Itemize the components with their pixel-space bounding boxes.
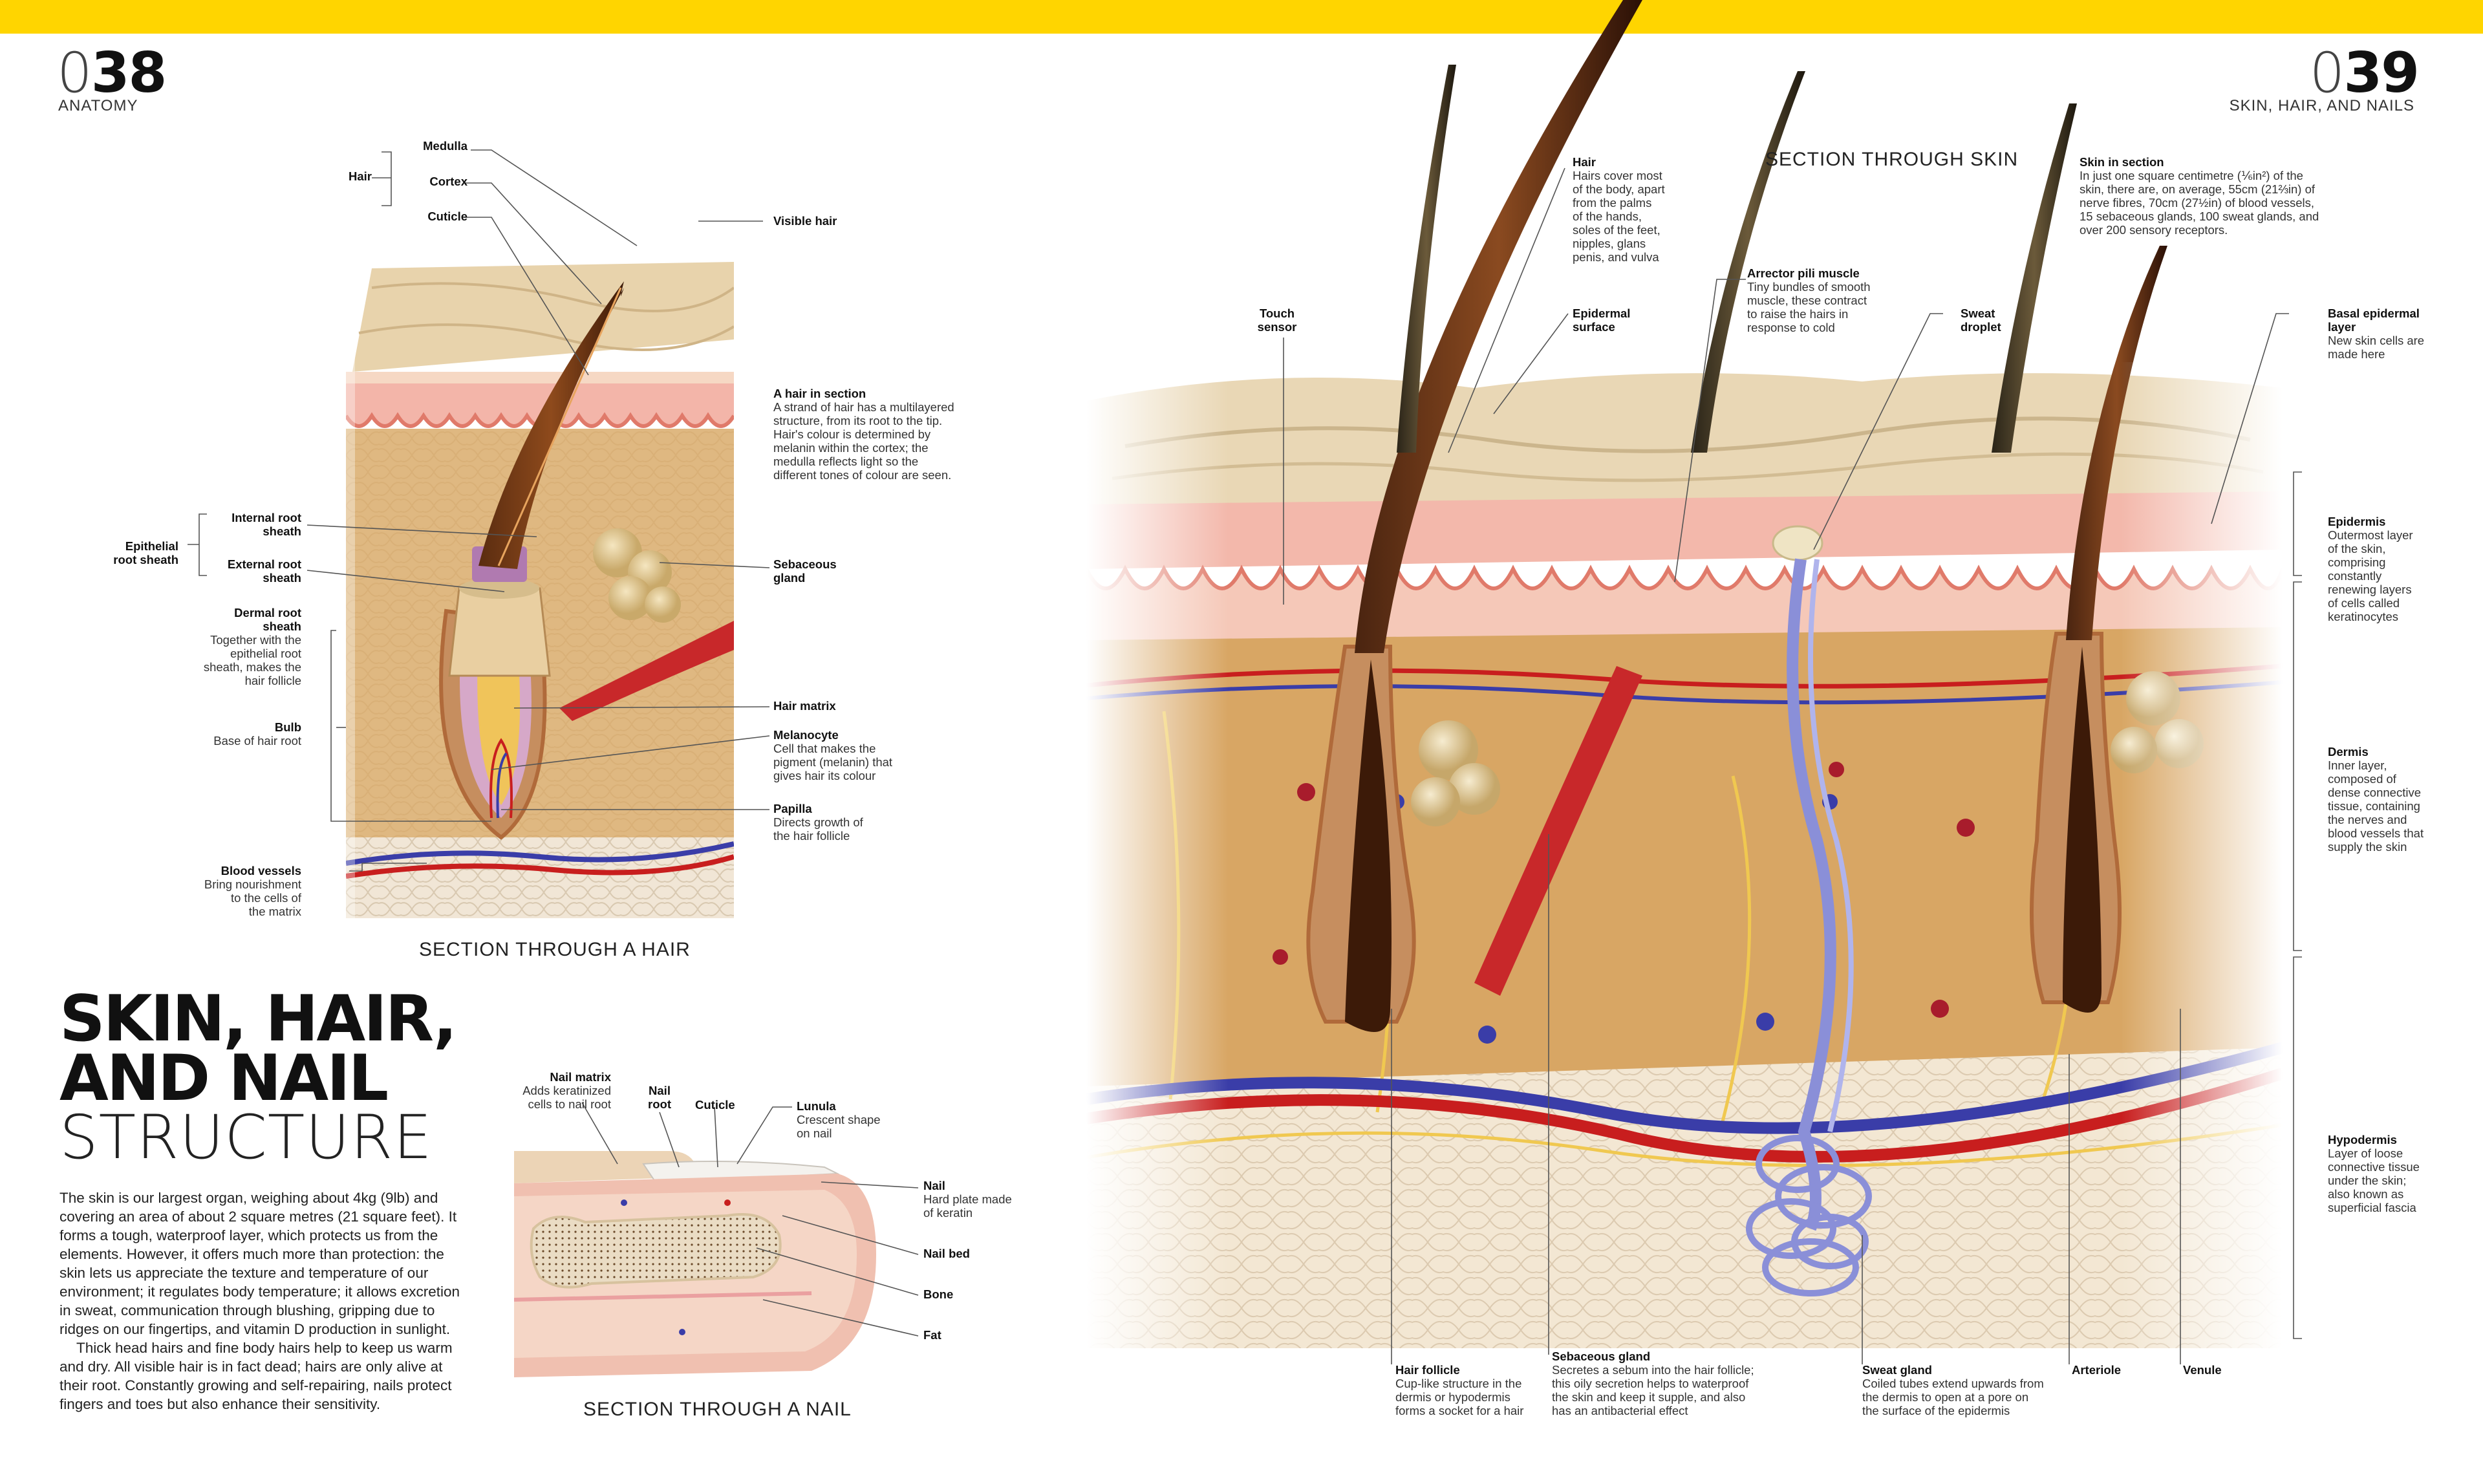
top-color-bar: [0, 0, 2483, 34]
caption-skin-section: SECTION THROUGH SKIN: [1765, 149, 2019, 170]
left-page-number: 038: [57, 41, 167, 105]
label-blood-vessels: Blood vessels Bring nourishment to the c…: [204, 864, 301, 918]
label-melanocyte: Melanocyte Cell that makes the pigment (…: [773, 728, 893, 782]
label-dermis: Dermis Inner layer, composed of dense co…: [2328, 745, 2424, 854]
label-fat: Fat: [923, 1328, 941, 1342]
label-medulla: Medulla: [423, 139, 468, 153]
label-cuticle: Cuticle: [427, 210, 468, 223]
label-cortex: Cortex: [429, 175, 468, 188]
label-venule: Venule: [2183, 1363, 2222, 1377]
page-title: SKIN, HAIR, AND NAIL STRUCTURE: [59, 982, 457, 1173]
label-cuticle-nail: Cuticle: [695, 1098, 735, 1112]
label-bulb: Bulb Base of hair root: [213, 720, 301, 747]
label-nail: Nail Hard plate made of keratin: [923, 1179, 1012, 1220]
label-nail-matrix: Nail matrix Adds keratinized cells to na…: [522, 1070, 611, 1111]
label-hypodermis: Hypodermis Layer of loose connective tis…: [2328, 1133, 2420, 1214]
caption-hair-section: SECTION THROUGH A HAIR: [419, 939, 691, 960]
label-hair-follicle: Hair follicle Cup-like structure in the …: [1395, 1363, 1524, 1417]
label-sweat-gland: Sweat gland Coiled tubes extend upwards …: [1862, 1363, 2044, 1417]
intro-text: The skin is our largest organ, weighing …: [59, 1190, 460, 1412]
label-epidermis: Epidermis Outermost layer of the skin, c…: [2328, 515, 2413, 623]
right-page-number: 039: [2309, 41, 2420, 105]
label-hair: Hair: [349, 169, 372, 183]
hair-section-illustration: [346, 262, 734, 918]
label-bone: Bone: [923, 1287, 954, 1301]
label-papilla: Papilla Directs growth of the hair folli…: [773, 802, 863, 843]
right-section-label: SKIN, HAIR, AND NAILS: [2229, 97, 2414, 114]
label-hair-in-section: A hair in section A strand of hair has a…: [773, 387, 954, 482]
label-lunula: Lunula Crescent shape on nail: [797, 1099, 881, 1140]
label-skin-in-section: Skin in section In just one square centi…: [2080, 155, 2319, 237]
label-hair-matrix: Hair matrix: [773, 699, 836, 713]
label-sebaceous-gland-skin: Sebaceous gland Secretes a sebum into th…: [1552, 1350, 1754, 1417]
label-arteriole: Arteriole: [2072, 1363, 2122, 1377]
label-nail-bed: Nail bed: [923, 1247, 970, 1260]
left-section-label: ANATOMY: [58, 97, 138, 114]
label-arrector-pili: Arrector pili muscle Tiny bundles of smo…: [1747, 266, 1871, 334]
label-hair-skin: Hair Hairs cover most of the body, apart…: [1573, 155, 1665, 264]
caption-nail-section: SECTION THROUGH A NAIL: [583, 1399, 852, 1420]
label-visible-hair: Visible hair: [773, 214, 837, 228]
nail-section-illustration: [514, 1138, 876, 1377]
